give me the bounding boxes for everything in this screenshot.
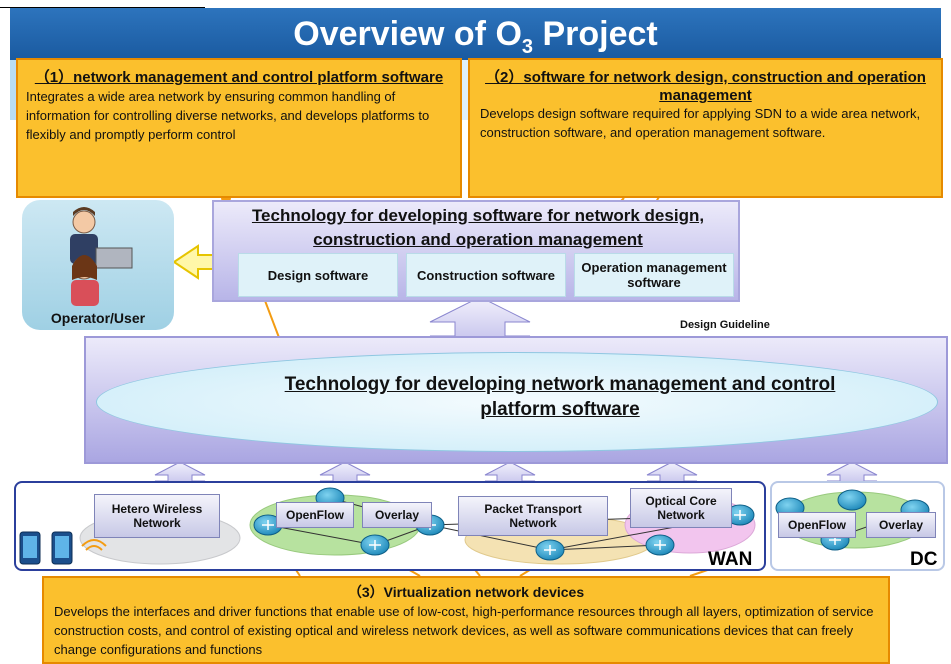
callout-3-heading: （3）Virtualization network devices	[347, 584, 585, 600]
callout-1-text: Integrates a wide area network by ensuri…	[26, 89, 430, 142]
callout-2-text: Develops design software required for ap…	[480, 106, 921, 140]
callout-design-software: （2）software for network design, construc…	[468, 58, 943, 198]
operator-label: Operator/User	[50, 310, 146, 326]
construction-software-box: Construction software	[406, 253, 566, 297]
platform-technology-title: Technology for developing network manage…	[284, 374, 836, 420]
callout-1-heading: （1）network management and control platfo…	[34, 69, 444, 86]
wan-overlay-box: Overlay	[362, 502, 432, 528]
operation-management-software-box: Operation management software	[574, 253, 734, 297]
optical-core-network-box: Optical Core Network	[630, 488, 732, 528]
operator-panel	[22, 200, 174, 330]
callout-3-text: Develops the interfaces and driver funct…	[54, 604, 874, 657]
title-main: Overview of O	[293, 15, 522, 53]
title-subscript: 3	[521, 36, 534, 58]
dc-openflow-box: OpenFlow	[778, 512, 856, 538]
top-rule	[0, 0, 205, 8]
software-technology-title: Technology for developing software for n…	[251, 206, 705, 249]
wan-openflow-box: OpenFlow	[276, 502, 354, 528]
platform-ellipse	[96, 352, 938, 452]
callout-platform-software: （1）network management and control platfo…	[16, 58, 462, 198]
page-title: Overview of O3 Project	[10, 8, 941, 60]
dc-label: DC	[910, 549, 938, 570]
design-guideline-label: Design Guideline	[680, 319, 770, 331]
callout-virtualization-devices: （3）Virtualization network devices Develo…	[42, 576, 890, 664]
operator-person-icon	[70, 207, 133, 306]
design-software-box: Design software	[238, 253, 398, 297]
hetero-wireless-network-box: Hetero Wireless Network	[94, 494, 220, 538]
title-rest: Project	[533, 15, 658, 53]
callout-2-heading: （2）software for network design, construc…	[485, 69, 926, 104]
wan-label: WAN	[708, 549, 753, 570]
dc-overlay-box: Overlay	[866, 512, 936, 538]
packet-transport-network-box: Packet Transport Network	[458, 496, 608, 536]
